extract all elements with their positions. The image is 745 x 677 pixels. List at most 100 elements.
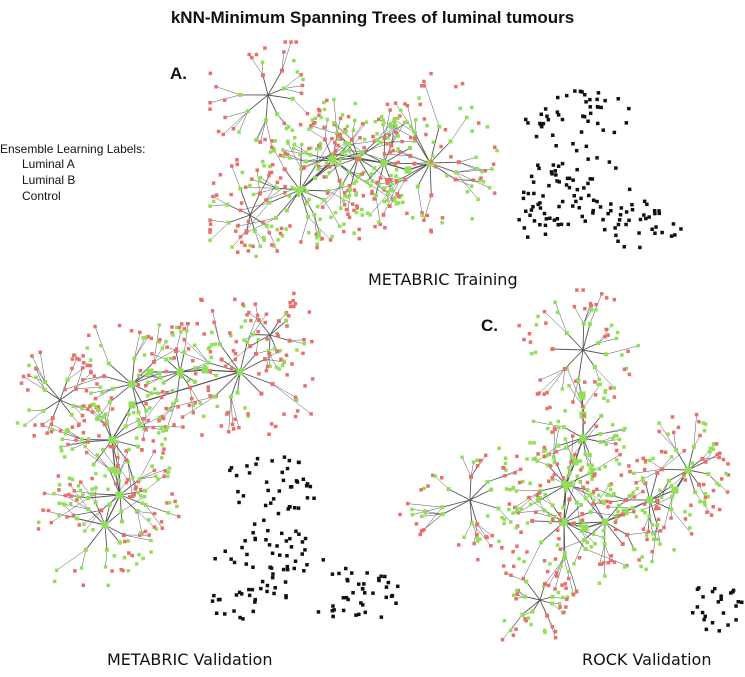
control-node [717, 629, 721, 633]
luminal-b-node [130, 494, 135, 498]
tree-edge [95, 388, 113, 399]
luminal-a-node [254, 254, 258, 259]
luminal-a-hub-node [236, 368, 244, 376]
luminal-b-node [342, 229, 346, 234]
luminal-b-node [19, 381, 24, 385]
luminal-b-node [572, 304, 577, 309]
control-node [638, 245, 642, 250]
luminal-a-node [272, 149, 276, 153]
luminal-b-node [81, 354, 85, 358]
tree-edge [301, 144, 303, 169]
tree-edge [153, 324, 160, 362]
luminal-b-node [490, 533, 494, 538]
luminal-b-node [279, 226, 284, 231]
luminal-b-node [534, 510, 538, 514]
tree-edge [228, 214, 251, 224]
luminal-b-node [612, 297, 616, 302]
tree-edge [643, 516, 650, 530]
luminal-b-node [530, 518, 535, 523]
luminal-a-node [546, 426, 550, 431]
luminal-b-node [609, 558, 613, 563]
tree-edge [633, 469, 663, 474]
control-node [556, 113, 561, 117]
luminal-a-node [340, 151, 344, 155]
tree-edge [546, 615, 556, 632]
luminal-b-node [412, 161, 417, 166]
luminal-b-node [694, 412, 699, 417]
luminal-a-node [171, 401, 175, 406]
luminal-b-node [658, 529, 663, 533]
luminal-a-node [508, 488, 512, 492]
luminal-b-node [385, 102, 390, 107]
luminal-a-node [252, 229, 257, 233]
luminal-a-node [139, 494, 143, 498]
luminal-b-node [605, 499, 609, 504]
luminal-a-node [283, 312, 288, 316]
luminal-a-node [141, 427, 146, 431]
tree-edge [75, 386, 101, 390]
luminal-b-node [469, 474, 473, 479]
luminal-a-node [570, 480, 574, 484]
luminal-b-node [613, 520, 618, 524]
tree-edge [131, 383, 139, 413]
luminal-a-node [368, 213, 372, 217]
luminal-a-node [682, 473, 686, 478]
luminal-a-node [248, 183, 252, 188]
luminal-b-node [119, 567, 123, 572]
luminal-a-node [394, 167, 399, 172]
tree-edge [399, 162, 431, 180]
luminal-b-node [420, 211, 424, 215]
luminal-a-node [485, 514, 490, 518]
luminal-a-node [149, 391, 154, 396]
control-node [645, 202, 649, 207]
luminal-a-node [63, 503, 67, 507]
luminal-b-node [111, 445, 116, 449]
luminal-a-node [528, 481, 532, 485]
luminal-a-node [614, 517, 619, 521]
tree-edge [414, 132, 431, 164]
luminal-a-node [364, 120, 369, 124]
luminal-b-node [654, 504, 659, 509]
tree-edge [339, 180, 342, 209]
tree-edge [35, 367, 45, 390]
luminal-a-node [142, 353, 147, 357]
control-node [588, 105, 592, 109]
luminal-b-node [503, 474, 507, 478]
luminal-b-node [230, 422, 235, 427]
control-node [583, 219, 587, 223]
luminal-b-node [244, 229, 249, 234]
luminal-b-node [283, 40, 287, 44]
luminal-a-node [106, 583, 111, 587]
control-node [577, 206, 581, 210]
tree-edge [109, 383, 133, 403]
luminal-a-node [284, 208, 289, 213]
tree-edge [358, 158, 385, 164]
tree-edge [231, 231, 247, 248]
luminal-b-node [96, 405, 101, 409]
tree-edge [137, 511, 155, 528]
tree-edge [423, 81, 440, 127]
control-node [571, 204, 575, 208]
luminal-a-hub-node [601, 518, 609, 526]
luminal-a-node [353, 101, 358, 106]
luminal-a-node [115, 492, 119, 496]
luminal-a-node [313, 176, 317, 180]
control-node [567, 185, 572, 190]
luminal-a-node [372, 166, 377, 171]
luminal-a-node [475, 458, 479, 462]
luminal-b-node [139, 487, 143, 492]
luminal-a-node [672, 548, 676, 552]
luminal-a-node [68, 502, 73, 506]
luminal-b-node [152, 449, 156, 454]
luminal-b-node [403, 177, 408, 182]
luminal-b-node [660, 467, 665, 472]
luminal-b-node [547, 479, 551, 483]
luminal-a-node [261, 159, 265, 164]
luminal-a-node [166, 470, 171, 474]
luminal-a-node [242, 304, 246, 308]
luminal-a-node [179, 330, 183, 334]
luminal-b-node [608, 500, 613, 504]
luminal-a-node [651, 456, 655, 461]
tree-edge [108, 363, 133, 385]
luminal-b-node [310, 339, 314, 344]
